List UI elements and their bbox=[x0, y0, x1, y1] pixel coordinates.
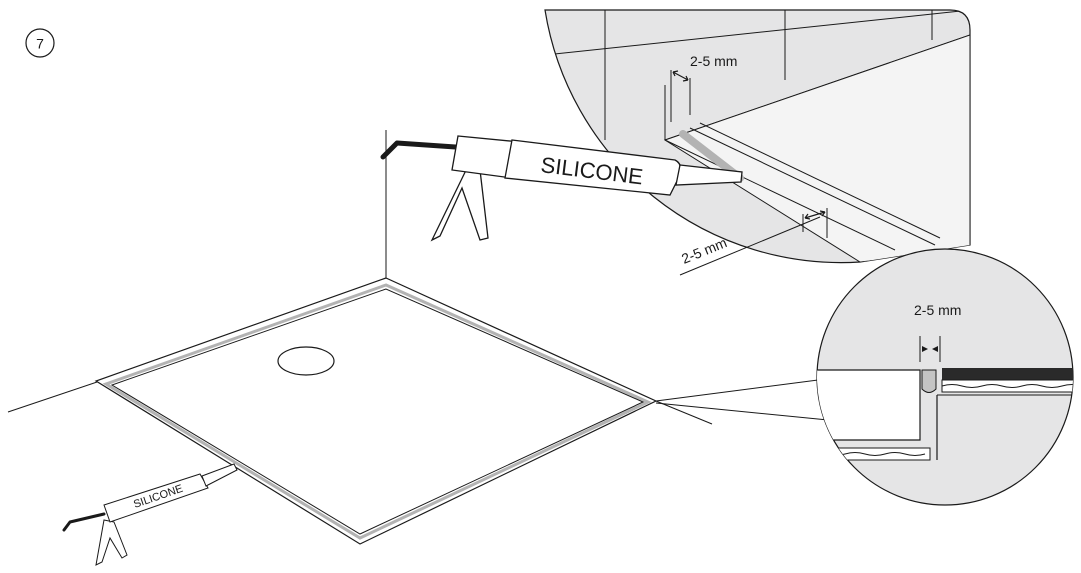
floor-gap-label: 2-5 mm bbox=[679, 234, 729, 267]
tray-inner-edge bbox=[110, 288, 645, 535]
floor-line-left bbox=[7, 380, 101, 413]
small-gun-handle bbox=[95, 519, 128, 566]
tray-outer-edge bbox=[94, 277, 658, 545]
small-gun-plunger-rod bbox=[62, 512, 106, 532]
step-badge: 7 bbox=[25, 28, 55, 58]
corner-zoom-callout: 2-5 mm 2-5 mm bbox=[544, 9, 971, 276]
wall-substrate-wave bbox=[941, 384, 1073, 388]
large-gun-plunger-rod bbox=[380, 140, 473, 160]
shower-tray bbox=[94, 277, 658, 545]
large-gun-nozzle bbox=[675, 164, 743, 186]
floor-gap-leader bbox=[679, 216, 821, 276]
detail-dim-arrow-left bbox=[922, 346, 928, 352]
floor-line-right bbox=[655, 400, 713, 425]
small-gun-nozzle bbox=[201, 463, 238, 487]
tile-grout-1 bbox=[545, 10, 970, 56]
small-silicone-gun: SILICONE bbox=[62, 463, 238, 566]
drain-cover bbox=[277, 346, 335, 376]
tray-edge-line-1 bbox=[664, 139, 896, 251]
step-badge-circle bbox=[25, 28, 55, 58]
large-silicone-gun: SILICONE bbox=[380, 135, 743, 242]
wall-gap-arrow bbox=[672, 70, 689, 82]
detail-dim-arrow-right bbox=[932, 346, 938, 352]
tray-foot bbox=[817, 447, 931, 461]
detail-leader-lines bbox=[655, 379, 829, 421]
tray-edge-line-2 bbox=[689, 127, 936, 246]
small-gun-cartridge bbox=[103, 473, 209, 523]
detail-leader-bottom bbox=[655, 402, 829, 421]
step-number: 7 bbox=[36, 36, 44, 52]
tray-section bbox=[817, 369, 921, 441]
cross-section-detail: 2-5 mm bbox=[816, 248, 1074, 506]
large-gun-handle bbox=[430, 160, 489, 242]
silicone-joint bbox=[921, 369, 937, 393]
detail-gap-label: 2-5 mm bbox=[914, 302, 961, 318]
wall-membrane bbox=[942, 368, 1073, 380]
wall-gap-label: 2-5 mm bbox=[690, 53, 737, 69]
floor-region bbox=[663, 34, 970, 263]
floor-gap-arrow bbox=[804, 210, 826, 220]
detail-leader-top bbox=[655, 379, 819, 402]
tray-edge-line-3 bbox=[699, 122, 941, 239]
tray-silicone-gap bbox=[102, 283, 652, 540]
